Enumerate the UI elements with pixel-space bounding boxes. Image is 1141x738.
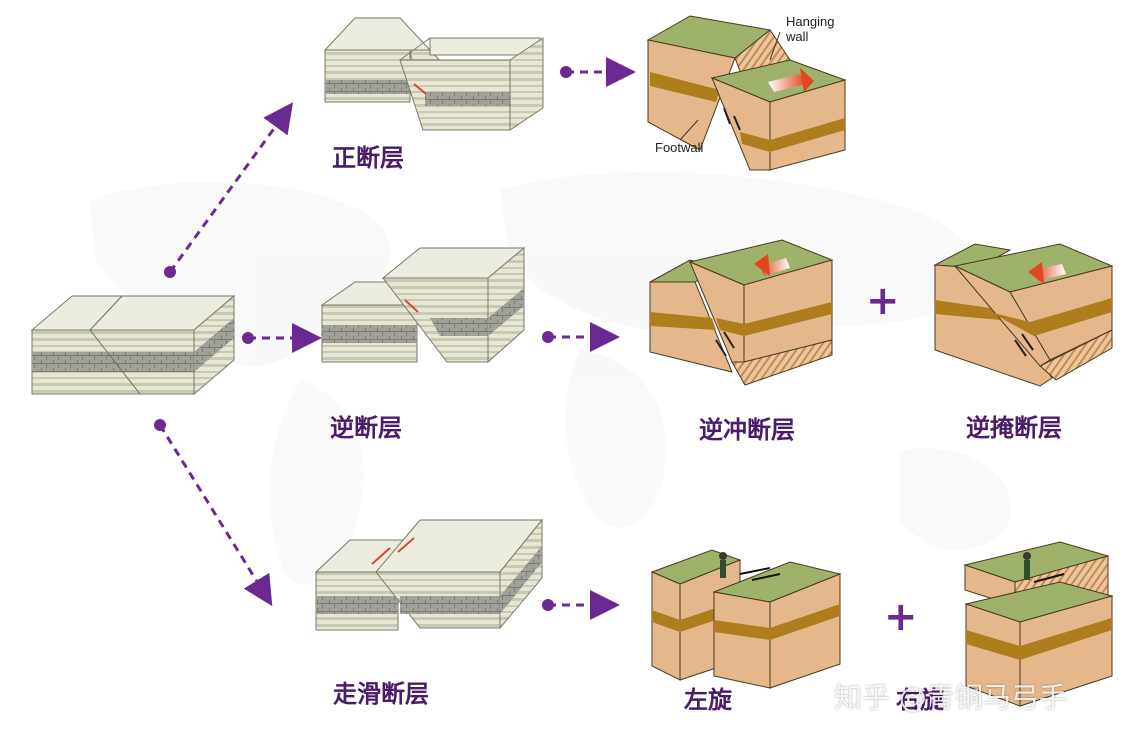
arrow-to-strike-slip <box>158 424 273 607</box>
plus-sign-strike-slip: + <box>884 594 918 640</box>
right-lateral-detail <box>963 541 1114 707</box>
normal-fault-block <box>323 17 544 131</box>
callout-footwall: Footwall <box>655 140 704 155</box>
reverse-fault-block <box>320 246 526 364</box>
callout-hanging-wall-line1: Hanging <box>786 14 835 29</box>
original-block <box>30 294 236 396</box>
callout-hanging-wall: Hanging wall <box>786 14 834 44</box>
label-strike-slip-fault: 走滑断层 <box>333 680 429 708</box>
label-thrust-fault: 逆冲断层 <box>699 416 795 444</box>
label-reverse-fault: 逆断层 <box>330 414 402 442</box>
thrust-fault-detail <box>649 239 834 386</box>
left-lateral-detail <box>650 549 842 689</box>
watermark: 知乎 @青铜马弓手 <box>834 681 1067 714</box>
plus-sign-reverse: + <box>866 278 900 324</box>
world-map-background <box>90 171 1012 585</box>
arrow-origin-dots <box>154 66 572 611</box>
normal-fault-detail <box>646 15 847 171</box>
label-overthrust-fault: 逆掩断层 <box>966 414 1062 442</box>
label-left-lateral: 左旋 <box>684 686 732 714</box>
label-right-lateral: 右旋 <box>896 686 944 714</box>
flow-arrows <box>158 57 636 620</box>
label-normal-fault: 正断层 <box>332 144 404 172</box>
overthrust-fault-detail <box>933 243 1114 387</box>
arrow-to-normal <box>168 102 294 273</box>
callout-hanging-wall-line2: wall <box>786 29 809 44</box>
strike-slip-block <box>314 518 544 631</box>
